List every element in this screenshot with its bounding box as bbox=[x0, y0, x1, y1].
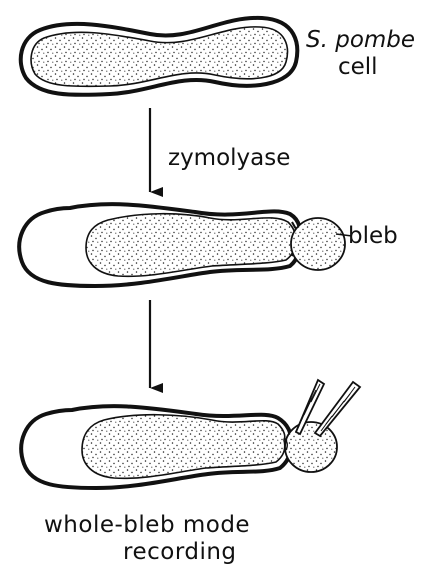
treatment-label: zymolyase bbox=[168, 146, 290, 171]
caption-line-1: whole-bleb mode bbox=[44, 513, 250, 538]
recording-bleb bbox=[285, 422, 337, 472]
digested-cell bbox=[19, 204, 352, 286]
recording-protoplast bbox=[82, 415, 285, 479]
intact-cell bbox=[21, 18, 298, 95]
recording-cell bbox=[21, 380, 360, 488]
caption-line-2: recording bbox=[123, 540, 237, 565]
protoplast-body bbox=[86, 214, 295, 277]
cell-label: cell bbox=[338, 55, 378, 80]
bleb bbox=[291, 218, 345, 270]
species-name-label: S. pombe bbox=[306, 28, 415, 53]
bleb-label: bleb bbox=[348, 224, 398, 249]
